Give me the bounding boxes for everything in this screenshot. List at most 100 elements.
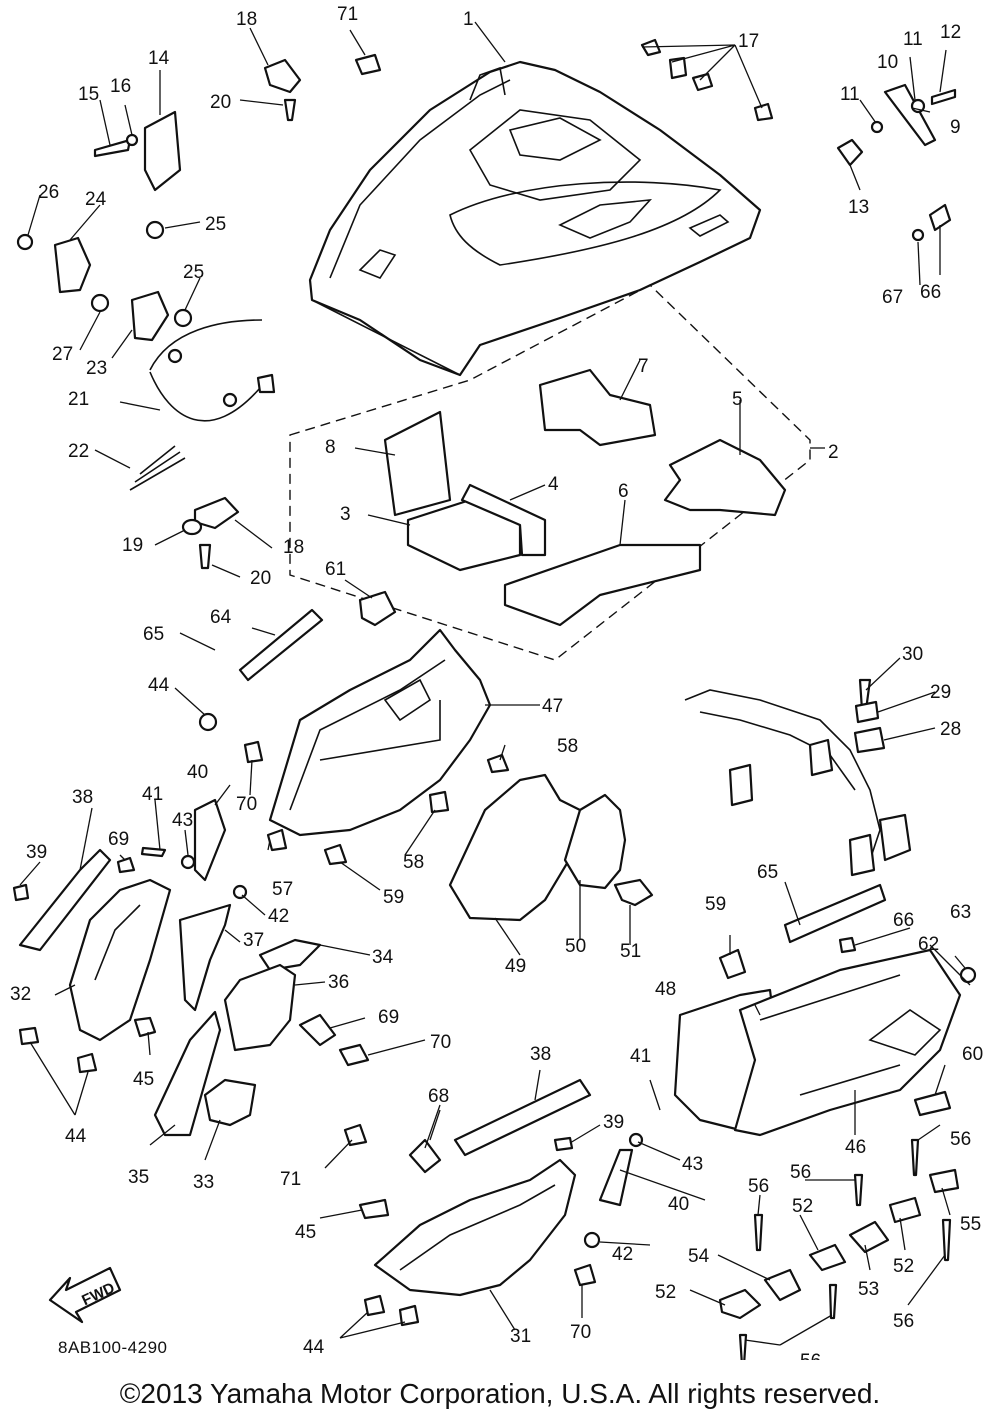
right-lower-cowl xyxy=(673,883,977,1137)
callout-label: 17 xyxy=(738,31,759,52)
callout-label: 44 xyxy=(65,1126,87,1147)
callout-label: 9 xyxy=(950,117,961,138)
callout-label: 27 xyxy=(52,344,73,365)
callout-label: 62 xyxy=(918,934,939,955)
callout-label: 60 xyxy=(962,1044,983,1065)
callout-label: 11 xyxy=(903,29,923,50)
callout-label: 66 xyxy=(920,282,941,303)
callout-label: 11 xyxy=(840,84,860,105)
lower-cowl xyxy=(343,1078,644,1327)
callout-label: 39 xyxy=(26,842,47,863)
callout-label: 24 xyxy=(85,189,107,210)
diagram-code: 8AB100-4290 xyxy=(58,1338,168,1357)
callout-label: 12 xyxy=(940,22,961,43)
callout-label: 44 xyxy=(303,1337,325,1358)
callout-label: 44 xyxy=(148,675,170,696)
callout-label: 71 xyxy=(280,1169,301,1190)
callout-label: 22 xyxy=(68,441,89,462)
callout-label: 41 xyxy=(142,784,163,805)
callout-label: 49 xyxy=(505,956,526,977)
callout-label: 51 xyxy=(620,941,641,962)
left-side-cowl xyxy=(12,798,370,1137)
callout-label: 16 xyxy=(110,76,131,97)
hood-part xyxy=(308,60,762,377)
callout-label: 69 xyxy=(108,829,129,850)
callout-label: 10 xyxy=(877,52,898,73)
middle-shroud xyxy=(198,590,510,866)
callout-label: 28 xyxy=(940,719,961,740)
frame-bracket xyxy=(684,678,912,877)
callout-label: 25 xyxy=(205,214,226,235)
callout-label: 45 xyxy=(133,1069,154,1090)
callout-label: 57 xyxy=(272,879,293,900)
callout-label: 13 xyxy=(848,197,869,218)
callout-label: 70 xyxy=(236,794,257,815)
callout-label: 21 xyxy=(68,389,89,410)
callout-label: 69 xyxy=(378,1007,399,1028)
callout-label: 47 xyxy=(542,696,563,717)
callout-label: 46 xyxy=(845,1137,866,1158)
hood-hinge-hardware xyxy=(640,38,957,242)
callout-label: 6 xyxy=(618,481,629,502)
callout-label: 43 xyxy=(172,810,193,831)
callout-label: 2 xyxy=(828,442,839,463)
leader-lines xyxy=(19,21,971,1346)
callout-label: 43 xyxy=(682,1154,703,1175)
callout-label: 18 xyxy=(283,537,304,558)
callout-label: 26 xyxy=(38,182,59,203)
callout-label: 59 xyxy=(705,894,726,915)
callout-label: 52 xyxy=(792,1196,813,1217)
callout-label: 61 xyxy=(325,559,346,580)
callout-label: 5 xyxy=(732,389,743,410)
callout-labels: 1 2 3 4 5 6 7 8 9 10 11 11 12 13 14 15 1… xyxy=(10,4,983,1360)
callout-label: 1 xyxy=(463,9,474,30)
callout-label: 65 xyxy=(143,624,164,645)
callout-label: 54 xyxy=(688,1246,710,1267)
callout-label: 56 xyxy=(800,1351,821,1360)
rivets-and-clips xyxy=(718,1138,960,1360)
callout-label: 20 xyxy=(250,568,271,589)
callout-label: 37 xyxy=(243,930,264,951)
callout-label: 3 xyxy=(340,504,351,525)
callout-label: 53 xyxy=(858,1279,879,1300)
callout-label: 56 xyxy=(950,1129,971,1150)
callout-label: 19 xyxy=(122,535,143,556)
callout-label: 18 xyxy=(236,9,257,30)
callout-label: 52 xyxy=(655,1282,676,1303)
callout-label: 30 xyxy=(902,644,923,665)
callout-label: 70 xyxy=(430,1032,451,1053)
callout-label: 56 xyxy=(748,1176,769,1197)
callout-label: 33 xyxy=(193,1172,214,1193)
callout-label: 4 xyxy=(548,474,559,495)
callout-label: 58 xyxy=(557,736,578,757)
callout-label: 42 xyxy=(612,1244,633,1265)
callout-label: 56 xyxy=(893,1311,914,1332)
callout-label: 59 xyxy=(383,887,404,908)
callout-label: 25 xyxy=(183,262,204,283)
callout-label: 41 xyxy=(630,1046,651,1067)
copyright-notice: ©2013 Yamaha Motor Corporation, U.S.A. A… xyxy=(119,1378,881,1409)
callout-label: 23 xyxy=(86,358,107,379)
foam-kit-outline xyxy=(289,284,825,661)
callout-label: 71 xyxy=(337,4,358,25)
callout-label: 34 xyxy=(372,947,394,968)
callout-label: 38 xyxy=(72,787,93,808)
callout-label: 40 xyxy=(187,762,208,783)
callout-label: 7 xyxy=(638,356,649,377)
callout-label: 66 xyxy=(893,910,914,931)
callout-label: 14 xyxy=(148,48,170,69)
callout-label: 63 xyxy=(950,902,971,923)
parts-diagram: 1 2 3 4 5 6 7 8 9 10 11 11 12 13 14 15 1… xyxy=(10,4,983,1360)
callout-label: 55 xyxy=(960,1214,981,1235)
forward-arrow-icon xyxy=(48,1266,122,1324)
callout-label: 64 xyxy=(210,607,232,628)
foam-pads xyxy=(383,368,787,627)
latch-hardware xyxy=(16,53,382,570)
callout-label: 8 xyxy=(325,437,336,458)
callout-label: 70 xyxy=(570,1322,591,1343)
callout-label: 38 xyxy=(530,1044,551,1065)
callout-label: 42 xyxy=(268,906,289,927)
callout-label: 29 xyxy=(930,682,951,703)
callout-label: 32 xyxy=(10,984,31,1005)
callout-label: 65 xyxy=(757,862,778,883)
